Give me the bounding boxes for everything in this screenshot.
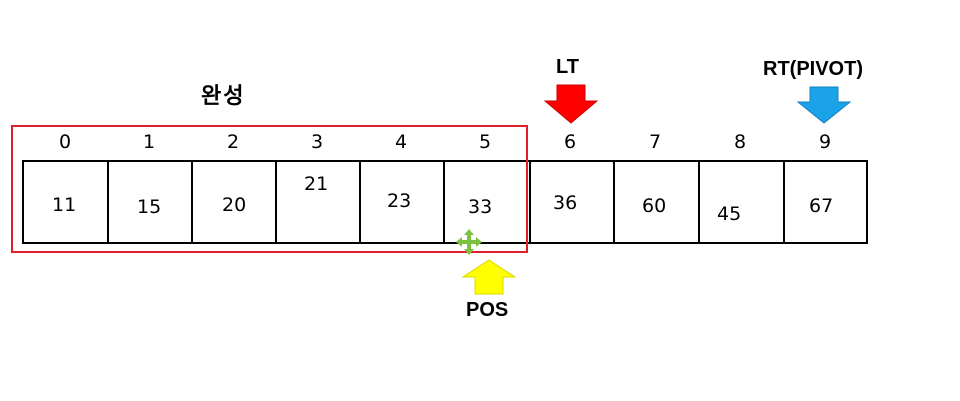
- completed-label: 완성: [201, 84, 246, 109]
- index-label: 6: [563, 131, 577, 153]
- index-label: 2: [226, 131, 240, 153]
- index-label: 7: [648, 131, 662, 153]
- cell-value: 60: [642, 195, 667, 217]
- cell-value: 20: [222, 194, 247, 216]
- cell-value: 33: [468, 196, 493, 218]
- index-label: 8: [733, 131, 747, 153]
- cell-value: 21: [304, 173, 329, 195]
- move-handle-icon[interactable]: [456, 229, 482, 255]
- pos-up-arrow-icon: [462, 259, 516, 295]
- array-cell: [783, 160, 868, 244]
- index-label: 1: [142, 131, 156, 153]
- cell-value: 45: [717, 203, 742, 225]
- cell-value: 11: [52, 194, 77, 216]
- lt-down-arrow-icon: [544, 84, 598, 124]
- cell-value: 23: [387, 190, 412, 212]
- index-label: 0: [58, 131, 72, 153]
- index-label: 9: [818, 131, 832, 153]
- index-label: 5: [478, 131, 492, 153]
- cell-value: 67: [809, 195, 834, 217]
- cell-value: 15: [137, 196, 162, 218]
- cell-value: 36: [553, 192, 578, 214]
- index-label: 3: [310, 131, 324, 153]
- index-label: 4: [394, 131, 408, 153]
- lt-pointer-label: LT: [556, 56, 579, 78]
- rt-down-arrow-icon: [797, 86, 851, 124]
- completed-region-frame: [11, 125, 528, 253]
- array-cell: [698, 160, 785, 244]
- pos-pointer-label: POS: [466, 299, 509, 321]
- rt-pivot-pointer-label: RT(PIVOT): [763, 58, 863, 80]
